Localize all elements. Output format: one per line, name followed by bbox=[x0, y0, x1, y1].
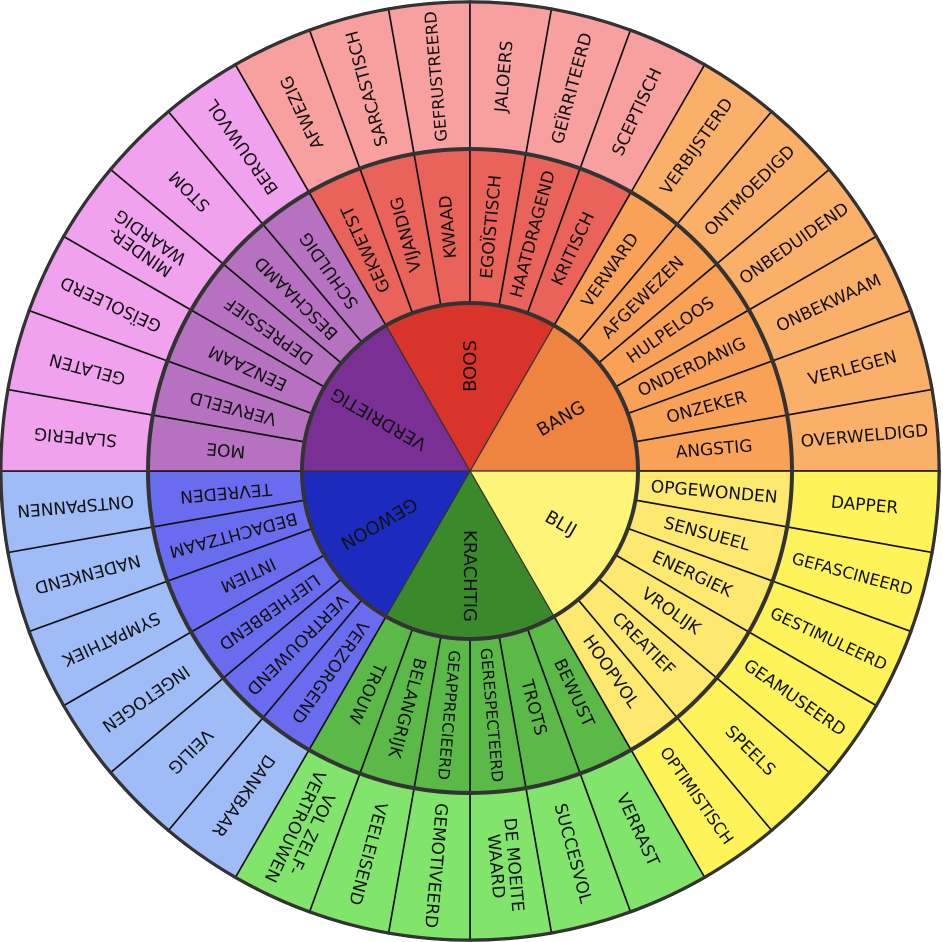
core-label: BOOS bbox=[460, 340, 481, 392]
core-label-line: KRACHTIG bbox=[460, 530, 481, 622]
ring-border bbox=[146, 147, 794, 795]
emotion-group-boos bbox=[233, 0, 707, 473]
core-label: KRACHTIG bbox=[460, 530, 481, 622]
middle-label-line: MOE bbox=[206, 438, 246, 461]
emotion-group-gewoon bbox=[0, 470, 472, 880]
ring-border bbox=[300, 301, 640, 641]
middle-label: MOE bbox=[206, 438, 246, 461]
emotion-group-blij bbox=[468, 470, 941, 880]
core-label-line: BOOS bbox=[460, 340, 481, 392]
emotion-group-krachtig bbox=[233, 469, 707, 942]
